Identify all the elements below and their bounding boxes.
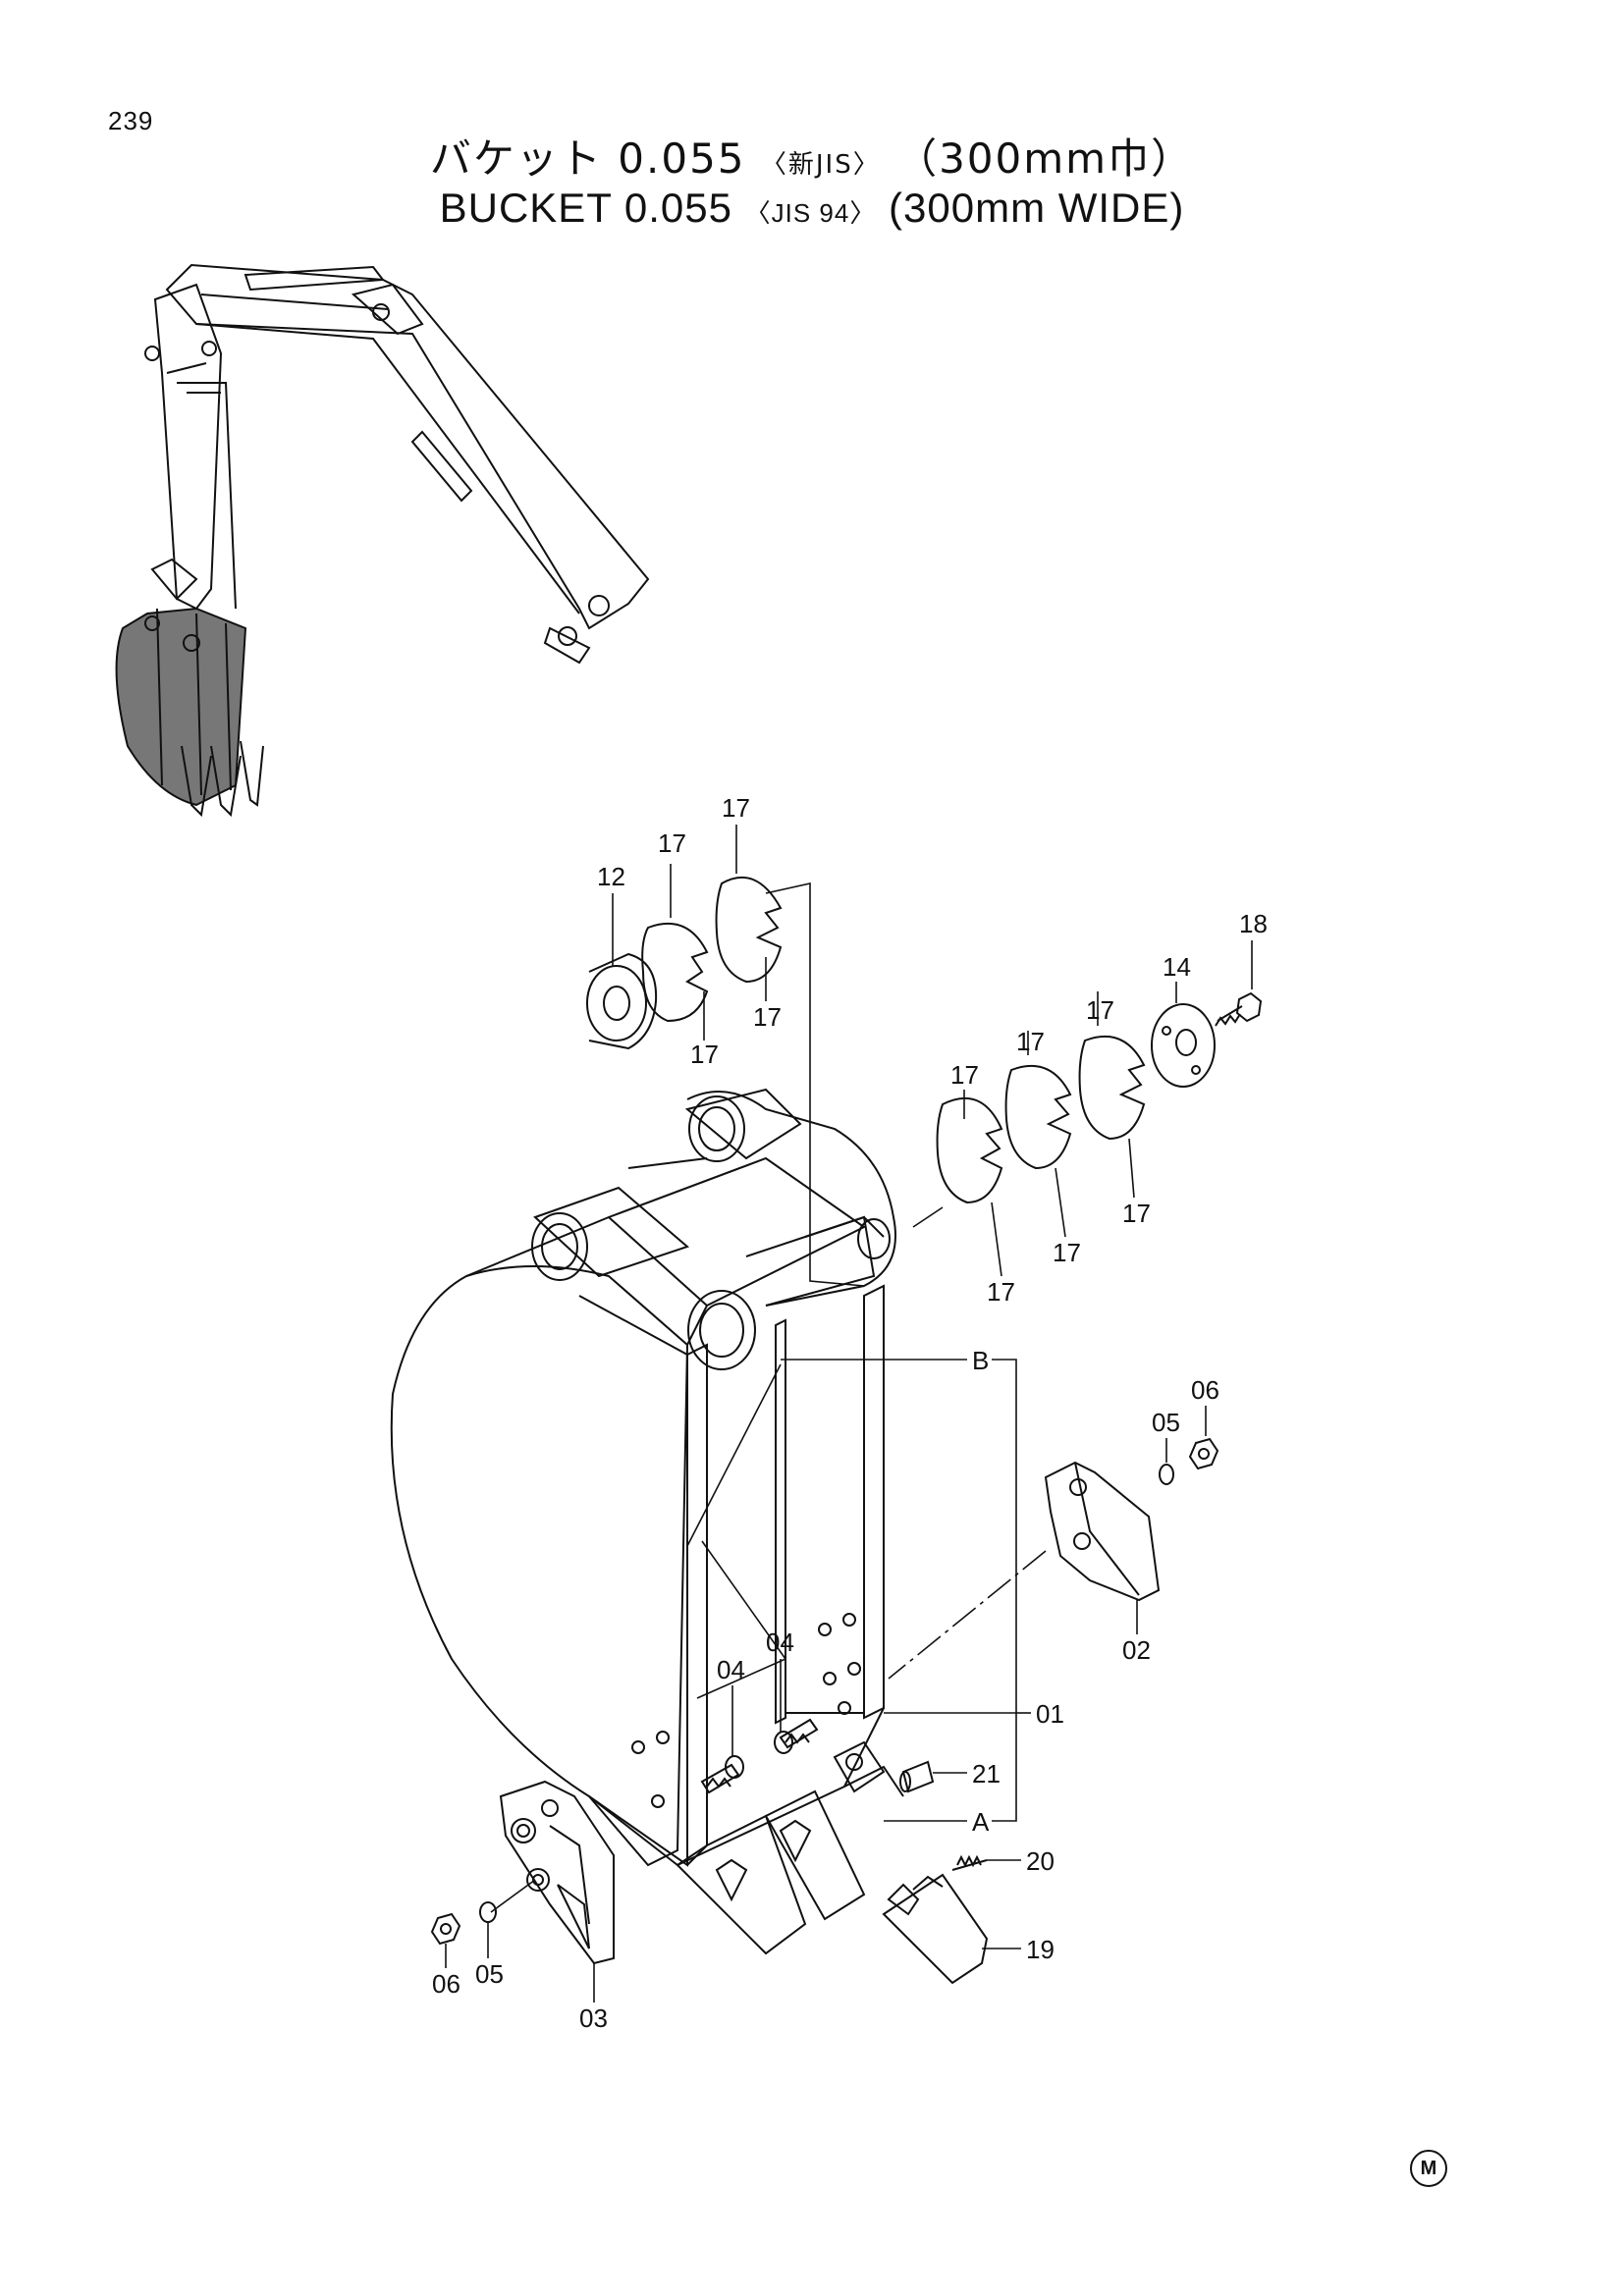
callout-17: 17: [690, 1040, 719, 1069]
washer-05-right: [1159, 1464, 1174, 1485]
callout-17: 17: [1016, 1027, 1045, 1056]
tooth-19: [882, 1873, 989, 1985]
callout-02: 02: [1122, 1635, 1151, 1665]
shims-17: [641, 876, 1146, 1204]
reference-B: B: [972, 1346, 989, 1375]
callout-17: 17: [658, 828, 686, 858]
manufacturer-mark: M: [1410, 2150, 1447, 2187]
callout-17: 17: [1086, 995, 1114, 1025]
nut-06-left: [430, 1912, 461, 1946]
callout-17: 17: [753, 1002, 782, 1032]
arm-overview-drawing: [115, 263, 650, 818]
bucket-teeth: [676, 1740, 904, 1955]
callout-19: 19: [1026, 1935, 1055, 1964]
leader-lines: [445, 825, 1253, 2002]
bolt-18: [1215, 991, 1263, 1027]
callout-04: 04: [717, 1655, 745, 1684]
callout-17: 17: [1053, 1238, 1081, 1267]
title-jp-main: バケット 0.055: [429, 134, 746, 183]
title-jp-width: （300mm巾）: [895, 134, 1195, 183]
callout-05: 05: [475, 1959, 504, 1989]
callout-12: 12: [597, 862, 625, 891]
callout-05: 05: [1152, 1408, 1180, 1437]
title-japanese: バケット 0.055 〈新JIS〉 （300mm巾）: [0, 126, 1624, 186]
side-cutter-03: [499, 1780, 615, 1965]
title-en-main: BUCKET 0.055: [439, 185, 732, 231]
page-number: 239: [108, 106, 154, 135]
callout-06: 06: [1191, 1375, 1219, 1405]
callout-17: 17: [722, 793, 750, 823]
callout-17: 17: [987, 1277, 1015, 1307]
title-en-spec: 〈JIS 94〉: [744, 198, 877, 228]
callout-18: 18: [1239, 909, 1268, 938]
washer-05-left: [479, 1901, 497, 1923]
bushing-12: [586, 952, 658, 1050]
pin-21: [899, 1760, 935, 1793]
pin-20: [951, 1854, 988, 1871]
bolts-04: [700, 1718, 819, 1794]
bucket-body: [390, 1088, 896, 1867]
title-english: BUCKET 0.055 〈JIS 94〉 (300mm WIDE): [0, 185, 1624, 232]
callout-labels: 12 17 17 17 17 17 17 17 17 17 17 14 18 B…: [432, 793, 1268, 2033]
title-jp-spec: 〈新JIS〉: [760, 150, 881, 180]
callout-21: 21: [972, 1759, 1001, 1789]
nut-06-right: [1188, 1437, 1219, 1470]
callout-14: 14: [1163, 952, 1191, 982]
callout-03: 03: [579, 2003, 608, 2033]
plate-14: [1151, 1003, 1216, 1088]
callout-04: 04: [766, 1628, 794, 1657]
callout-17: 17: [950, 1060, 979, 1090]
callout-01: 01: [1036, 1699, 1064, 1729]
side-cutter-02: [1044, 1461, 1161, 1602]
title-en-width: (300mm WIDE): [889, 185, 1185, 231]
callout-17: 17: [1122, 1199, 1151, 1228]
reference-A: A: [972, 1807, 990, 1837]
callout-20: 20: [1026, 1846, 1055, 1876]
callout-06: 06: [432, 1969, 460, 1999]
